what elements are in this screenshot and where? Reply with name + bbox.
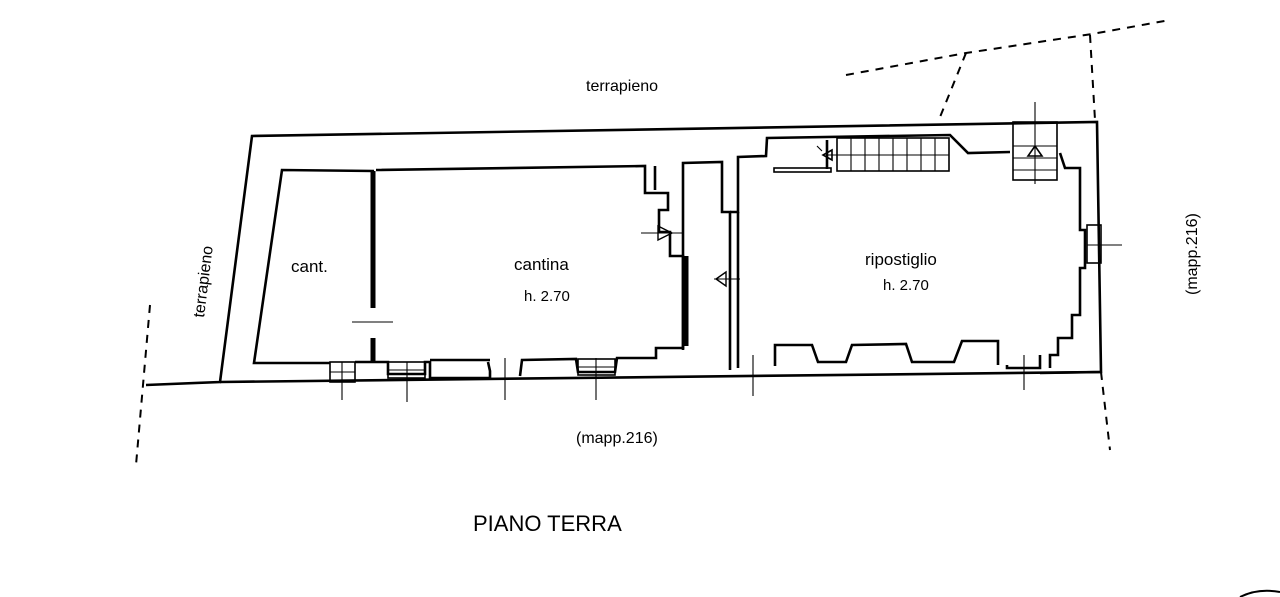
- compass-fragment: [1239, 589, 1280, 597]
- room-height-ripostiglio: h. 2.70: [883, 277, 929, 294]
- staircase: [773, 137, 950, 173]
- label-left-terrapieno: terrapieno: [191, 245, 217, 319]
- label-top-terrapieno: terrapieno: [586, 78, 658, 95]
- room-cantina: [355, 164, 685, 402]
- room-name-ripostiglio: ripostiglio: [865, 250, 937, 269]
- room-name-cantina: cantina: [514, 255, 569, 274]
- label-bottom-mapp: (mapp.216): [576, 430, 658, 447]
- room-cant: [252, 168, 393, 400]
- label-right-mapp: (mapp.216): [1184, 213, 1201, 295]
- corridor: [681, 160, 754, 396]
- corner-staircase: [1012, 102, 1058, 184]
- property-boundary-lines: [135, 19, 1171, 466]
- outer-wall: [145, 120, 1103, 387]
- room-height-cantina: h. 2.70: [524, 288, 570, 305]
- drawing-title: PIANO TERRA: [473, 511, 622, 536]
- room-ripostiglio: [730, 102, 1122, 390]
- room-name-cant: cant.: [291, 257, 328, 276]
